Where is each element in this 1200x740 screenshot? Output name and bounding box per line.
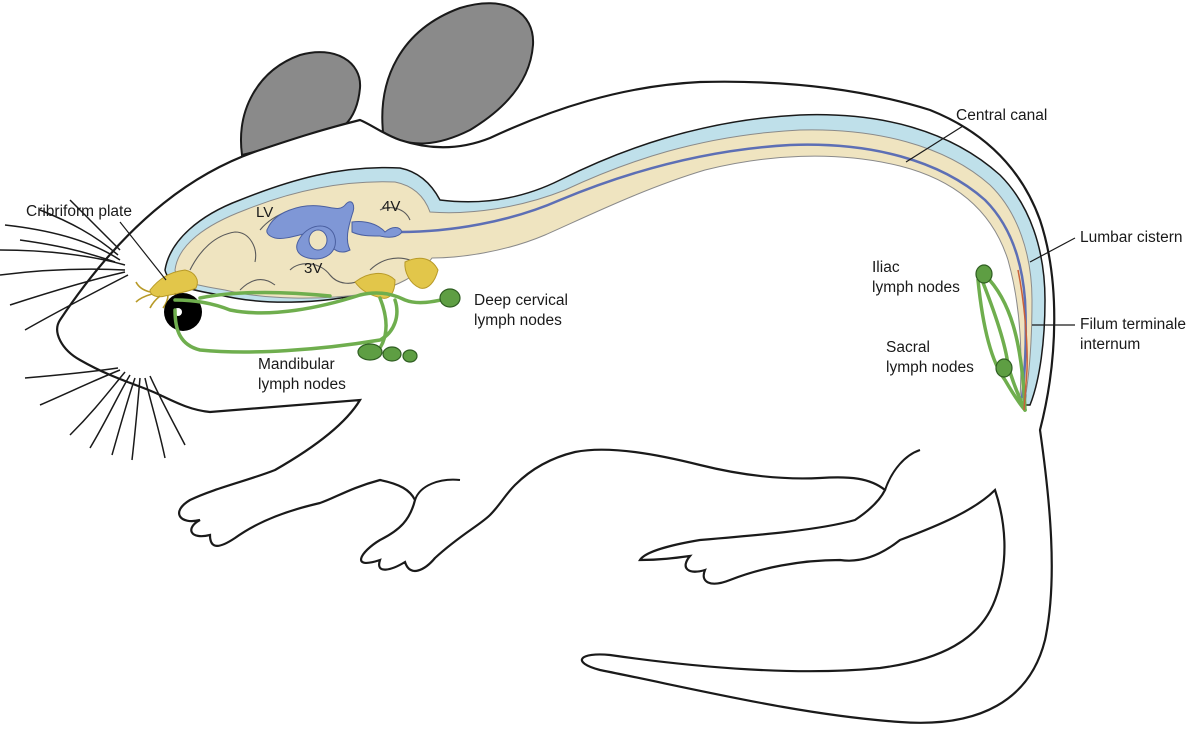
iliac-node xyxy=(975,264,993,284)
label-iliac-line2: lymph nodes xyxy=(872,279,960,296)
label-fourth-ventricle: 4V xyxy=(382,198,401,215)
deep-cervical-node xyxy=(439,288,461,308)
label-deep-cervical-line2: lymph nodes xyxy=(474,312,562,329)
label-filum-terminale-line2: internum xyxy=(1080,336,1141,353)
foreleg-line xyxy=(414,478,461,501)
lymph-nodes xyxy=(357,264,1013,378)
label-filum-terminale-line1: Filum terminale xyxy=(1080,316,1186,333)
skull-base-yellow-2 xyxy=(404,257,439,289)
label-mandibular-line2: lymph nodes xyxy=(258,376,346,393)
label-filum-terminale: Filum terminale internum xyxy=(1080,315,1186,355)
label-lateral-ventricle: LV xyxy=(256,204,274,221)
label-mandibular-nodes: Mandibular lymph nodes xyxy=(258,355,346,395)
hindleg-line xyxy=(884,449,921,491)
filum-terminale xyxy=(1017,269,1028,411)
label-iliac-line1: Iliac xyxy=(872,259,900,276)
third-ventricle-hole xyxy=(308,229,328,251)
leader-lines xyxy=(119,125,1076,326)
label-cribriform-plate: Cribriform plate xyxy=(26,203,132,220)
label-deep-cervical-nodes: Deep cervical lymph nodes xyxy=(474,291,568,331)
label-lumbar-cistern: Lumbar cistern xyxy=(1080,229,1183,246)
label-third-ventricle: 3V xyxy=(304,260,323,277)
label-sacral-line1: Sacral xyxy=(886,339,930,356)
label-deep-cervical-line1: Deep cervical xyxy=(474,292,568,309)
central-canal xyxy=(399,143,1028,399)
whiskers xyxy=(0,199,186,461)
label-sacral-nodes: Sacral lymph nodes xyxy=(886,338,974,378)
body-outline xyxy=(56,80,1056,724)
front-ear xyxy=(381,2,535,145)
label-sacral-line2: lymph nodes xyxy=(886,359,974,376)
lymphatic-vessels xyxy=(173,273,1027,412)
mandibular-node-2 xyxy=(382,346,402,362)
mandibular-node-3 xyxy=(402,349,418,363)
mandibular-node-1 xyxy=(357,343,383,361)
fourth-ventricle xyxy=(351,221,403,238)
label-central-canal: Central canal xyxy=(956,107,1048,124)
sacral-node xyxy=(995,358,1013,378)
label-mandibular-line1: Mandibular xyxy=(258,356,335,373)
label-iliac-nodes: Iliac lymph nodes xyxy=(872,258,960,298)
